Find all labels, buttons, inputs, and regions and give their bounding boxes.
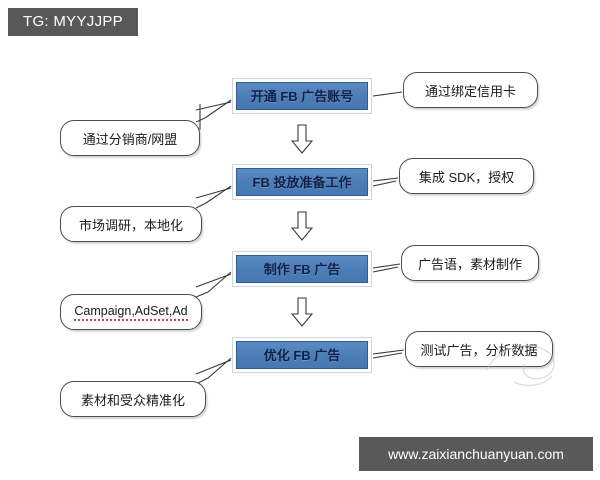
callout-right-label-4: 测试广告，分析数据 — [420, 342, 538, 358]
callout-right-label-1: 通过绑定信用卡 — [424, 83, 516, 99]
link-stage2-left — [195, 185, 232, 209]
callout-right-bind-credit-card[interactable]: 通过绑定信用卡 — [403, 72, 538, 108]
callout-left-label-1: 通过分销商/网盟 — [82, 131, 178, 147]
callout-right-label-3: 广告语，素材制作 — [417, 256, 522, 272]
stage-label-3: 制作 FB 广告 — [236, 255, 368, 283]
stage-box-create-fb-ad[interactable]: 制作 FB 广告 — [232, 251, 372, 287]
link-stage4-right — [372, 349, 405, 355]
callout-right-integrate-sdk[interactable]: 集成 SDK，授权 — [399, 158, 534, 194]
link-stage3-left — [195, 271, 232, 298]
arrow-down-icon-1 — [291, 124, 313, 154]
callout-left-label-3: Campaign,AdSet,Ad — [74, 304, 188, 321]
link-stage1-right — [372, 91, 403, 97]
stage-label-4: 优化 FB 广告 — [236, 341, 368, 369]
callout-left-via-distributor-network[interactable]: 通过分销商/网盟 — [60, 120, 200, 156]
link-stage1-left-b — [195, 101, 232, 111]
arrow-down-icon-3 — [291, 297, 313, 327]
link-stage4-left-b — [195, 359, 232, 375]
website-watermark-bar: www.zaixianchuanyuan.com — [359, 437, 593, 471]
arrow-down-icon-2 — [291, 211, 313, 241]
callout-right-test-ads-analyze-data[interactable]: 测试广告，分析数据 — [405, 331, 553, 367]
stage-box-optimize-fb-ad[interactable]: 优化 FB 广告 — [232, 337, 372, 373]
link-stage2-right — [372, 177, 399, 182]
callout-left-campaign-adset-ad[interactable]: Campaign,AdSet,Ad — [60, 294, 202, 330]
tg-tag-badge: TG: MYYJJPP — [8, 8, 138, 36]
stage-box-open-fb-ad-account[interactable]: 开通 FB 广告账号 — [232, 78, 372, 114]
stage-box-fb-delivery-prep[interactable]: FB 投放准备工作 — [232, 164, 372, 200]
link-stage2-right-b — [372, 180, 397, 187]
callout-left-label-2: 市场调研，本地化 — [78, 217, 183, 233]
link-stage2-left-b — [195, 187, 232, 199]
link-stage4-right-b — [372, 352, 403, 359]
callout-left-label-4: 素材和受众精准化 — [80, 392, 185, 408]
callout-right-label-2: 集成 SDK，授权 — [418, 169, 515, 185]
callout-left-creative-audience-targeting[interactable]: 素材和受众精准化 — [60, 381, 206, 417]
link-stage3-left-b — [195, 273, 232, 288]
callout-left-market-research-localization[interactable]: 市场调研，本地化 — [60, 206, 202, 242]
link-stage3-right — [372, 263, 401, 269]
link-stage4-left — [195, 357, 232, 385]
callout-right-ad-copy-creative[interactable]: 广告语，素材制作 — [401, 245, 539, 281]
watermark-swirl-icon — [485, 344, 555, 387]
link-stage1-left — [195, 99, 232, 123]
stage-label-1: 开通 FB 广告账号 — [236, 82, 368, 110]
stage-label-2: FB 投放准备工作 — [236, 168, 368, 196]
link-stage3-right-b — [372, 266, 399, 273]
